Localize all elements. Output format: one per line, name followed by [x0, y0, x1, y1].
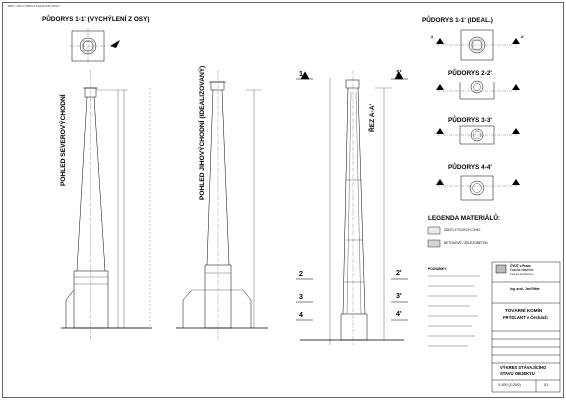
legend-item-1: ZDIVO Z PLNÝCH CIHEL	[444, 228, 481, 232]
plan-4	[436, 175, 520, 201]
title-elevation-south: POHLED JIHOVÝCHODNÍ (IDEALIZOVANÝ)	[199, 65, 206, 200]
mark-1-left: 1	[299, 71, 303, 78]
title-elevation-north: POHLED SEVEROVÝCHODNÍ	[60, 94, 67, 186]
mark-ap-plan1: A'	[521, 35, 525, 39]
tb-drawing-2: STAVU OBJEKTU	[500, 371, 535, 376]
mark-1-right: 1'	[396, 70, 402, 77]
plan-ideal-1	[436, 29, 520, 61]
plan-3	[436, 125, 520, 145]
elevation-southeast	[176, 70, 268, 340]
plan-2	[436, 80, 520, 100]
tb-drawing-1: VÝKRES STÁVAJÍCÍHO	[500, 365, 547, 370]
section-aa	[300, 70, 404, 345]
tb-school-2: Fakulta stavební	[510, 268, 534, 272]
title-section-aa: ŘEZ A-A'	[369, 103, 376, 132]
legend-item-2: BETONOVÉ / ŽELEZOBETON	[444, 241, 488, 245]
legend-title: LEGENDA MATERIÁLŮ:	[428, 215, 501, 222]
sheet-border	[2, 2, 564, 398]
legend-swatches	[427, 226, 441, 248]
title-plan-2: PŮDORYS 2-2'	[448, 70, 492, 77]
tb-sheet-no: 01	[544, 383, 549, 387]
tb-project-2: FRÝDLANT v Čechách	[503, 315, 548, 320]
mark-4-left: 4	[299, 312, 303, 319]
title-block	[491, 261, 561, 393]
elevation-northeast	[61, 70, 152, 340]
tb-project-1: TOVÁRNÍ KOMÍN	[505, 308, 543, 313]
tb-author: Ing. arch. Jan Ritter	[510, 287, 540, 291]
mark-2-left: 2	[299, 271, 303, 278]
mark-2-right: 2'	[396, 270, 402, 277]
header-meta: MPŘ. 1:200 VÝKRES STÁVAJÍCÍHO STAVU	[8, 5, 60, 8]
tb-school-1: ČVUT v Praze	[510, 264, 531, 268]
mark-3-right: 3'	[396, 293, 402, 300]
tb-scale: 1:100 (1:200)	[498, 383, 521, 387]
plan-skewed	[70, 28, 120, 64]
title-plan-skewed: PŮDORYS 1-1' (VYCHÝLENÍ Z OSY)	[42, 16, 150, 23]
mark-a-plan1: A	[431, 35, 434, 39]
notes-title: POZNÁMKY:	[428, 267, 448, 271]
title-plan-3: PŮDORYS 3-3'	[448, 117, 492, 124]
notes-block	[428, 275, 480, 347]
mark-4-right: 4'	[396, 311, 402, 318]
title-plan-ideal-1: PŮDORYS 1-1' (IDEAL.)	[422, 17, 493, 24]
mark-3-left: 3	[299, 294, 303, 301]
tb-department: Katedra architektury	[510, 273, 534, 276]
section-cut-markers	[296, 71, 408, 321]
title-plan-4: PŮDORYS 4-4'	[448, 164, 492, 171]
